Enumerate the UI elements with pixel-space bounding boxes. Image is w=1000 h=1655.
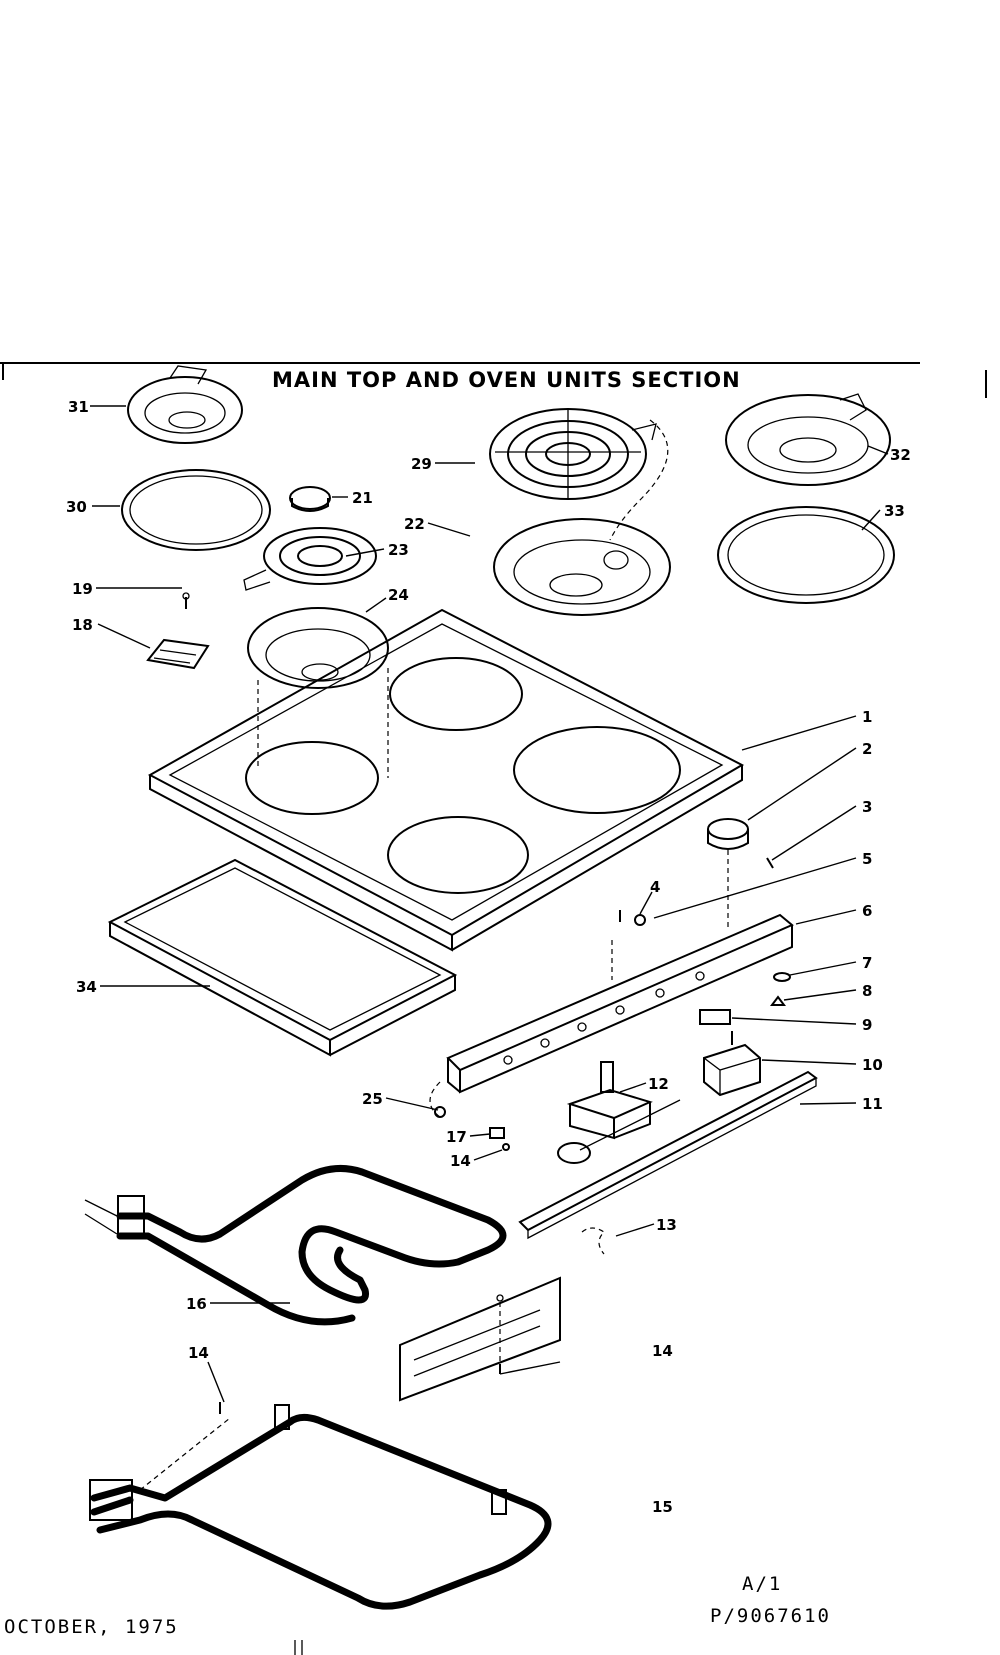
part-19-screw <box>182 592 190 609</box>
part-18-terminal-block <box>146 638 210 670</box>
callout-32: 32 <box>890 446 911 464</box>
callout-9: 9 <box>862 1016 872 1034</box>
callout-4: 4 <box>650 878 660 896</box>
part-6-control-bracket <box>429 913 794 1118</box>
callout-3: 3 <box>862 798 872 816</box>
callout-6: 6 <box>862 902 872 920</box>
part-30-trim-ring <box>121 469 271 551</box>
callout-19: 19 <box>72 580 93 598</box>
part-31-drip-pan <box>127 365 243 444</box>
part-2-knob <box>707 818 749 930</box>
part-34-panel <box>107 858 458 1057</box>
part-16-broil-element <box>84 1164 507 1326</box>
callout-14-lower: 14 <box>188 1344 209 1362</box>
part-11-trim-strip <box>518 1070 818 1240</box>
callout-18: 18 <box>72 616 93 634</box>
part-7-clip <box>773 972 791 982</box>
part-17-clip <box>489 1127 505 1139</box>
callout-31: 31 <box>68 398 89 416</box>
part-14-screw-upper <box>502 1143 510 1151</box>
part-22-drip-pan <box>493 518 671 616</box>
part-21-receptacle <box>289 486 331 512</box>
callout-17: 17 <box>446 1128 467 1146</box>
callout-25: 25 <box>362 1090 383 1108</box>
callout-labels: 31 29 32 30 21 22 23 33 19 18 24 1 2 3 4… <box>66 398 911 1516</box>
callout-leaders <box>90 405 889 1403</box>
footer-part-number: P/9067610 <box>710 1605 831 1627</box>
part-3-screw <box>766 857 774 869</box>
callout-24: 24 <box>388 586 409 604</box>
part-33-trim-ring <box>717 506 895 604</box>
part-29-surface-element <box>489 408 669 541</box>
part-13-bracket <box>581 1227 605 1255</box>
diagram-title: MAIN TOP AND OVEN UNITS SECTION <box>272 368 741 392</box>
part-15-bake-element <box>89 1402 552 1655</box>
part-32-drip-pan <box>725 393 891 486</box>
callout-14-plate: 14 <box>652 1342 673 1360</box>
part-9-switch <box>699 1009 731 1025</box>
callout-21: 21 <box>352 489 373 507</box>
footer-page-code: A/1 <box>742 1573 782 1595</box>
callout-7: 7 <box>862 954 872 972</box>
callout-34: 34 <box>76 978 97 996</box>
callout-29: 29 <box>411 455 432 473</box>
callout-5: 5 <box>862 850 872 868</box>
callout-33: 33 <box>884 502 905 520</box>
callout-30: 30 <box>66 498 87 516</box>
part-12-thermostat <box>557 1061 681 1164</box>
callout-1: 1 <box>862 708 872 726</box>
callout-16: 16 <box>186 1295 207 1313</box>
callout-11: 11 <box>862 1095 883 1113</box>
callout-23: 23 <box>388 541 409 559</box>
callout-8: 8 <box>862 982 872 1000</box>
callout-2: 2 <box>862 740 872 758</box>
callout-13: 13 <box>656 1216 677 1234</box>
callout-10: 10 <box>862 1056 883 1074</box>
part-5-nut <box>634 914 646 926</box>
footer-date: OCTOBER, 1975 <box>4 1616 179 1638</box>
callout-22: 22 <box>404 515 425 533</box>
callout-15: 15 <box>652 1498 673 1516</box>
callout-12: 12 <box>648 1075 669 1093</box>
callout-14-upper: 14 <box>450 1152 471 1170</box>
part-1-main-top <box>147 608 745 952</box>
part-25-screw <box>434 1106 446 1118</box>
part-10-switch-box <box>703 1031 761 1097</box>
part-23-surface-element <box>243 527 377 591</box>
part-14-plate <box>399 1276 561 1402</box>
part-8-clip <box>770 995 786 1006</box>
